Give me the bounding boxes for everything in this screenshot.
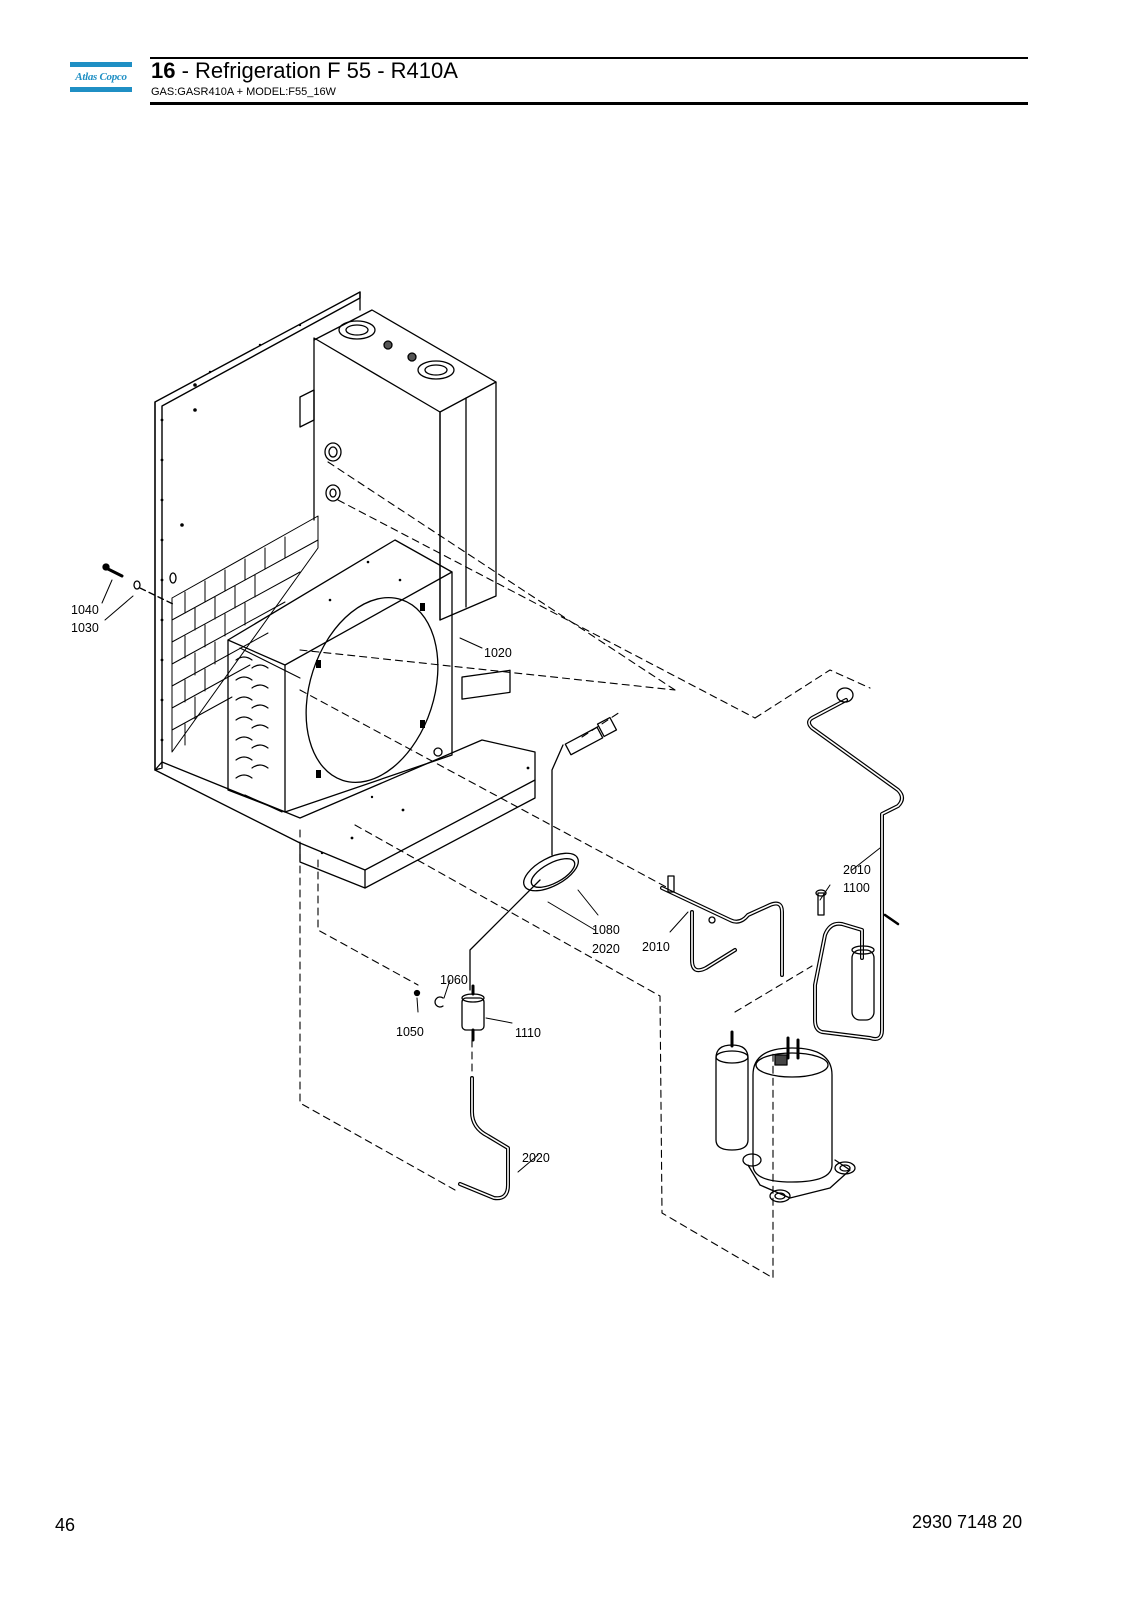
callout-2010-right: 2010 xyxy=(843,863,871,877)
discharge-pipework xyxy=(660,875,784,977)
assembly-dashed-lines xyxy=(299,461,871,1279)
page-subtitle: GAS:GASR410A + MODEL:F55_16W xyxy=(151,86,336,98)
lower-pipe xyxy=(458,1076,510,1201)
frame-base-plate xyxy=(154,669,536,889)
suction-line-accumulator xyxy=(807,687,904,1041)
filter-drier xyxy=(413,984,485,1042)
callout-1100: 1100 xyxy=(843,881,870,895)
callout-2010-left: 2010 xyxy=(642,940,670,954)
callout-1080: 1080 xyxy=(592,923,620,937)
header-rule-top xyxy=(150,57,1028,59)
logo-text: Atlas Copco xyxy=(75,71,127,83)
logo-bar-bottom xyxy=(70,87,132,92)
header-rule-bottom xyxy=(150,102,1028,105)
callout-2020-upper: 2020 xyxy=(592,942,620,956)
insulation-brick-pattern xyxy=(171,515,319,753)
callout-1040: 1040 xyxy=(71,603,99,617)
compressor xyxy=(715,1030,856,1203)
callout-1110: 1110 xyxy=(515,1026,541,1040)
frame-back-panel xyxy=(154,291,361,771)
callout-labels: 1040 1030 1020 1080 2020 2010 2010 1100 … xyxy=(71,603,871,1165)
document-number: 2930 7148 20 xyxy=(912,1512,1023,1532)
heat-exchanger-tank xyxy=(299,309,497,621)
condenser-coil-bends xyxy=(235,647,301,813)
section-number: 16 xyxy=(151,58,176,83)
callout-2020-lower: 2020 xyxy=(522,1151,550,1165)
callout-1020: 1020 xyxy=(484,646,512,660)
page-number: 46 xyxy=(55,1515,76,1535)
callout-1050: 1050 xyxy=(396,1025,424,1039)
callout-leader-lines xyxy=(101,579,881,1173)
capillary-tube xyxy=(469,716,618,991)
callout-1060: 1060 xyxy=(440,973,468,987)
callout-1030: 1030 xyxy=(71,621,99,635)
screw-washer-parts xyxy=(102,563,176,606)
atlas-copco-logo: Atlas Copco xyxy=(70,62,132,92)
condenser-assembly xyxy=(227,539,453,813)
logo-bar-top xyxy=(70,62,132,67)
title-text: - Refrigeration F 55 - R410A xyxy=(175,58,458,83)
page-title: 16 - Refrigeration F 55 - R410A xyxy=(151,58,458,84)
